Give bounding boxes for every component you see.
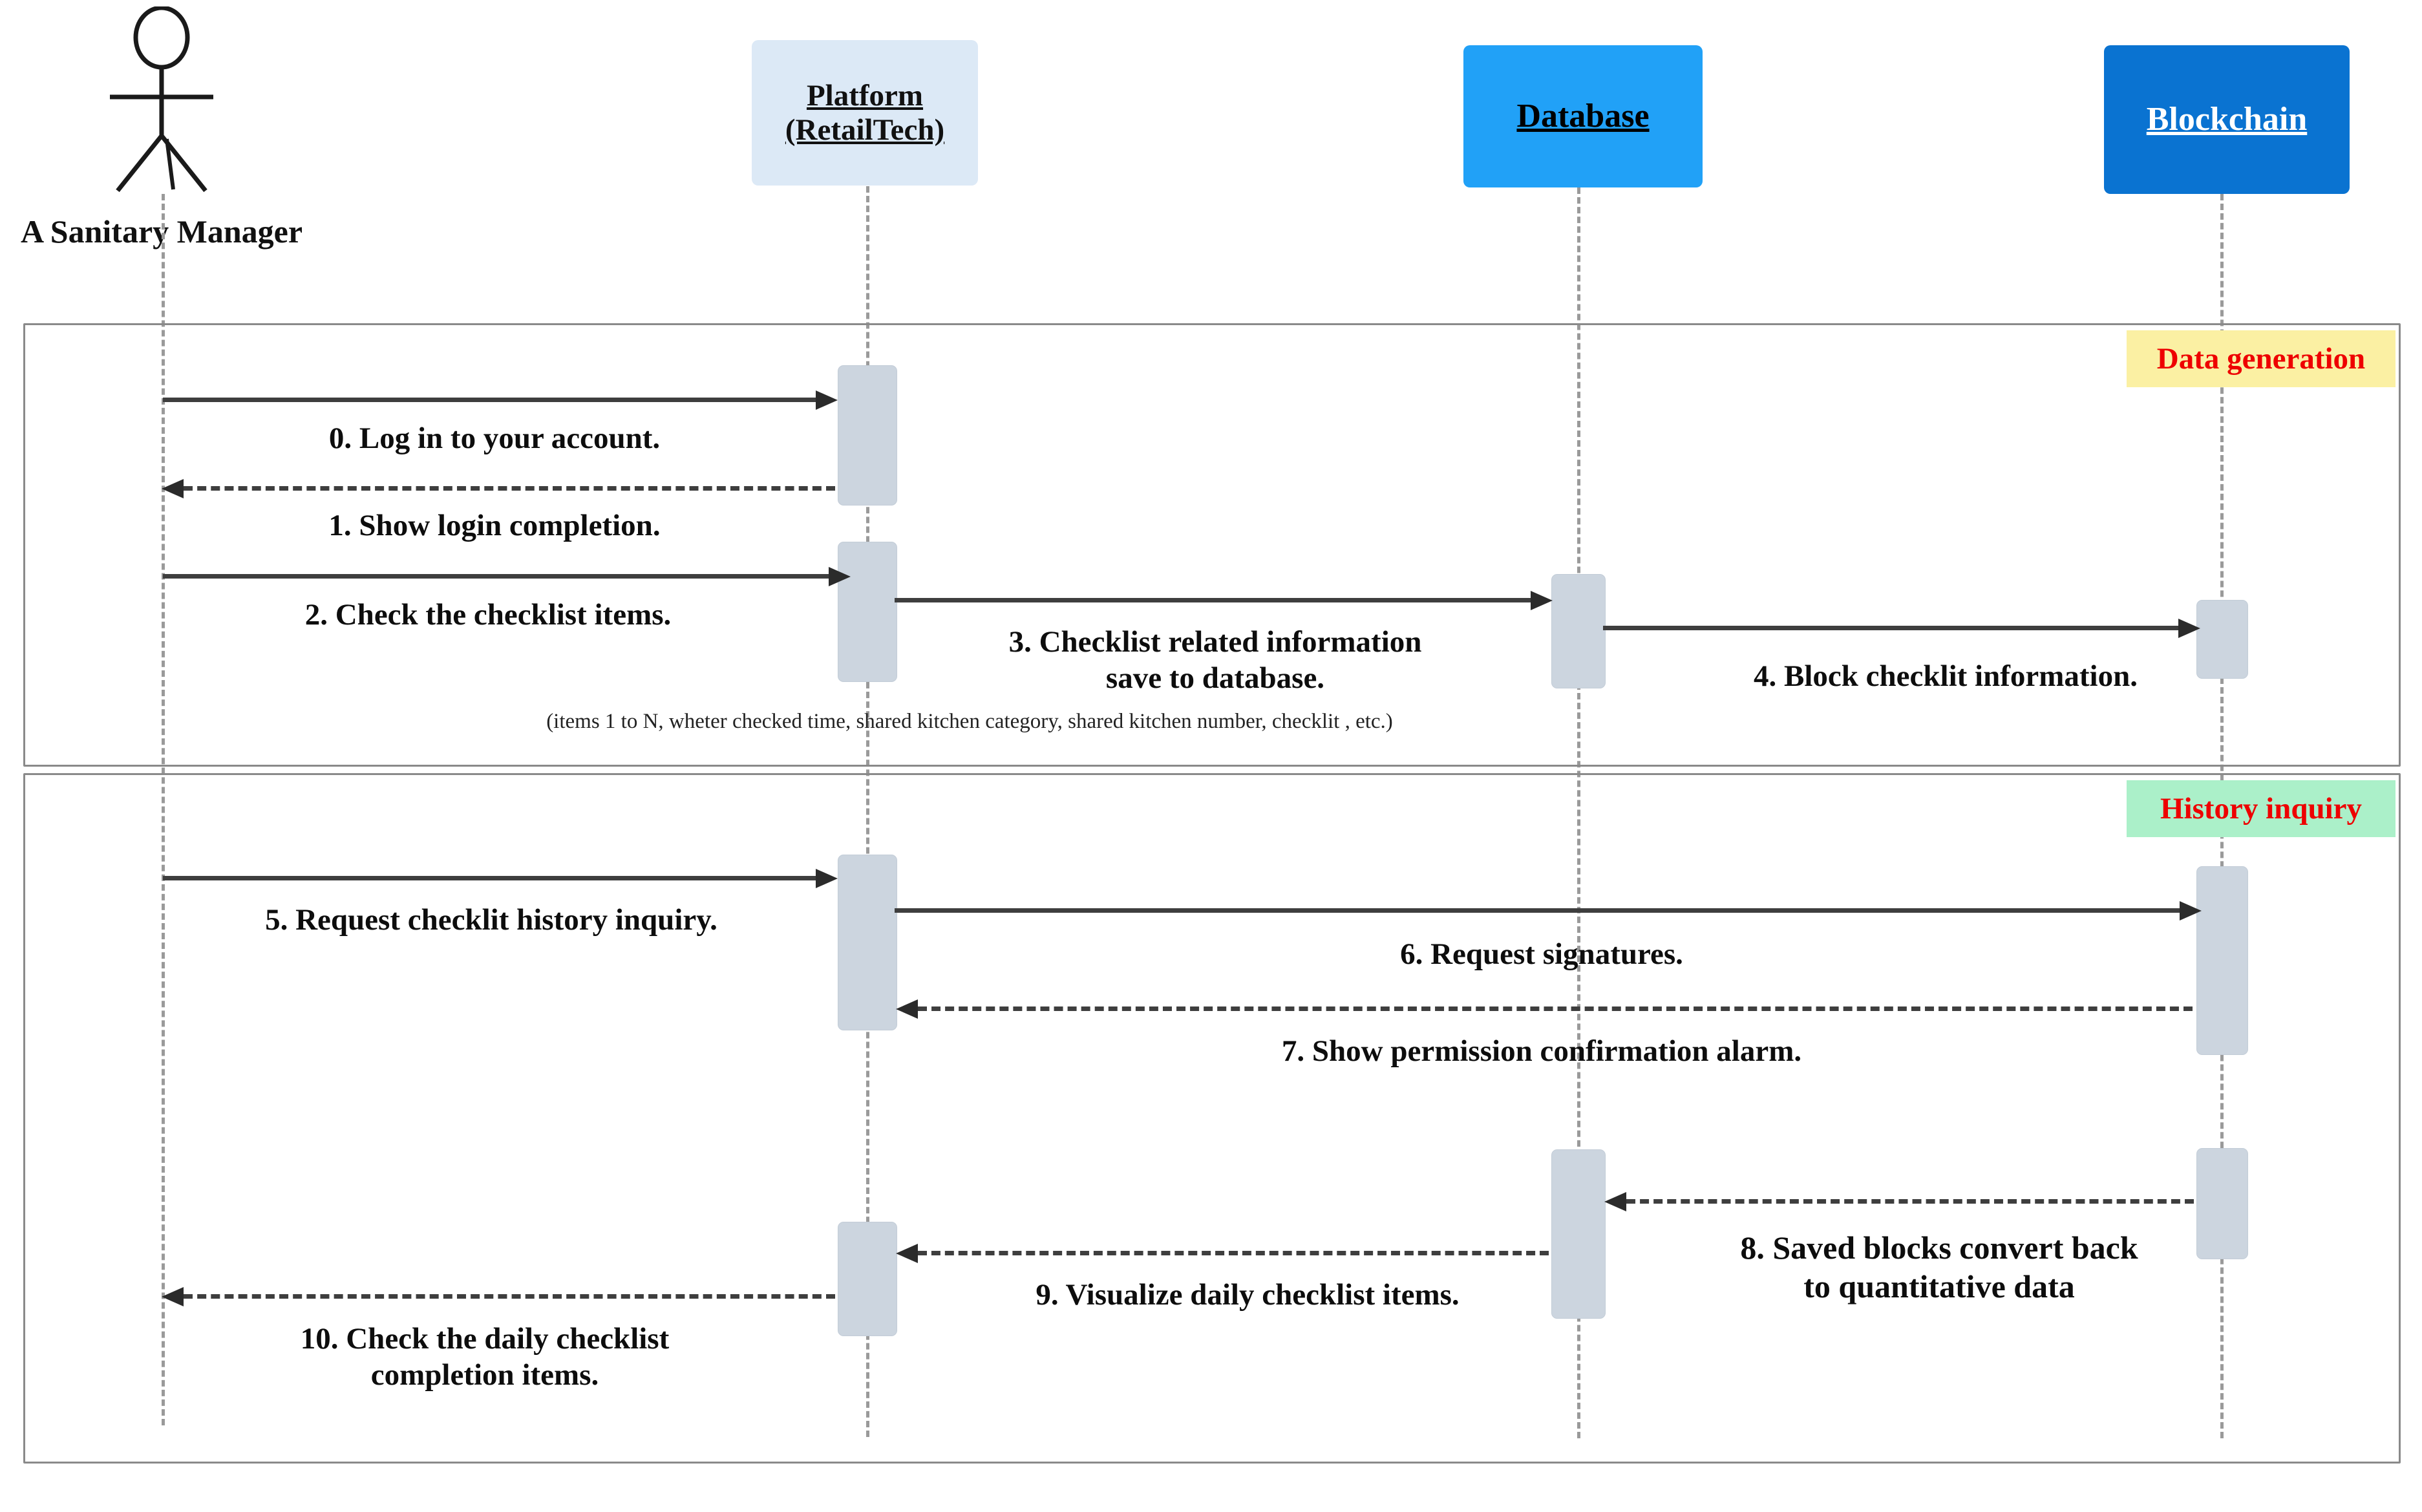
activation-platform-checklist (838, 542, 897, 682)
message-2-label: 2. Check the checklist items. (304, 598, 672, 632)
fragment-history-inquiry (23, 773, 2401, 1464)
message-8-line (1626, 1199, 2194, 1204)
message-2-arrowhead (829, 567, 851, 586)
message-10-label-line2: completion items. (370, 1358, 599, 1392)
fragment-tag-data-generation: Data generation (2127, 330, 2395, 387)
message-7-arrowhead (896, 999, 918, 1019)
message-4-label: 4. Block checklit information. (1754, 659, 2138, 693)
message-3-label-line2: save to database. (1105, 661, 1325, 696)
message-5-label: 5. Request checklit history inquiry. (265, 903, 717, 937)
message-8-arrowhead (1604, 1192, 1626, 1211)
message-3-line (895, 598, 1535, 602)
checklist-fields-note: (items 1 to N, wheter checked time, shar… (546, 710, 1393, 733)
activation-database-visualize (1551, 1149, 1606, 1319)
activation-database-save (1551, 574, 1606, 688)
message-4-line (1603, 626, 2182, 630)
message-0-line (163, 398, 817, 402)
message-0-label: 0. Log in to your account. (328, 421, 661, 455)
message-7-label: 7. Show permission confirmation alarm. (1281, 1034, 1802, 1068)
message-10-line (184, 1294, 835, 1299)
message-1-line (184, 486, 835, 491)
activation-platform-login (838, 365, 897, 506)
message-6-label: 6. Request signatures. (1400, 937, 1683, 971)
lifeline-header-platform-line1: Platform (806, 78, 924, 112)
message-1-arrowhead (162, 479, 184, 498)
fragment-tag-label: Data generation (2156, 342, 2366, 376)
message-1-label: 1. Show login completion. (328, 509, 661, 542)
message-5-line (163, 876, 817, 880)
lifeline-header-database-label: Database (1516, 97, 1650, 134)
message-5-arrowhead (816, 869, 838, 888)
lifeline-actor (162, 194, 165, 1425)
stick-figure-actor-icon (110, 6, 213, 193)
activation-blockchain-block (2196, 600, 2248, 679)
lifeline-platform (866, 186, 869, 1437)
message-8-label: 8. Saved blocks convert back to quantita… (1590, 1228, 2288, 1306)
message-10-arrowhead (162, 1287, 184, 1306)
activation-platform-inquiry (838, 855, 897, 1030)
message-8-label-line1: 8. Saved blocks convert back (1740, 1230, 2138, 1266)
message-3-label-line1: 3. Checklist related information (1008, 625, 1422, 659)
message-10-label-line1: 10. Check the daily checklist (300, 1322, 670, 1356)
lifeline-header-platform-line2: (RetailTech) (785, 112, 945, 147)
lifeline-database (1577, 187, 1580, 1438)
message-10-label: 10. Check the daily checklist completion… (139, 1321, 831, 1394)
activation-blockchain-sign (2196, 866, 2248, 1055)
activation-blockchain-convert (2196, 1148, 2248, 1259)
message-9-line (918, 1251, 1549, 1255)
message-3-arrowhead (1531, 591, 1553, 610)
message-0-arrowhead (816, 390, 838, 410)
lifeline-header-blockchain-label: Blockchain (2146, 100, 2308, 138)
message-7-line (918, 1006, 2193, 1011)
message-6-line (895, 908, 2185, 913)
message-4-arrowhead (2178, 619, 2200, 638)
message-6-arrowhead (2180, 901, 2202, 921)
message-8-label-line2: to quantitative data (1803, 1268, 2075, 1304)
fragment-tag-label: History inquiry (2160, 792, 2363, 825)
activation-platform-display (838, 1222, 897, 1336)
fragment-data-generation (23, 323, 2401, 767)
message-9-arrowhead (896, 1244, 918, 1263)
lifeline-header-blockchain[interactable]: Blockchain (2104, 45, 2350, 194)
message-9-label: 9. Visualize daily checklist items. (1036, 1278, 1460, 1312)
fragment-tag-history-inquiry: History inquiry (2127, 780, 2395, 837)
lifeline-header-platform[interactable]: Platform (RetailTech) (752, 40, 978, 186)
message-2-line (163, 574, 835, 579)
lifeline-header-database[interactable]: Database (1463, 45, 1703, 187)
message-3-label: 3. Checklist related information save to… (873, 624, 1558, 697)
